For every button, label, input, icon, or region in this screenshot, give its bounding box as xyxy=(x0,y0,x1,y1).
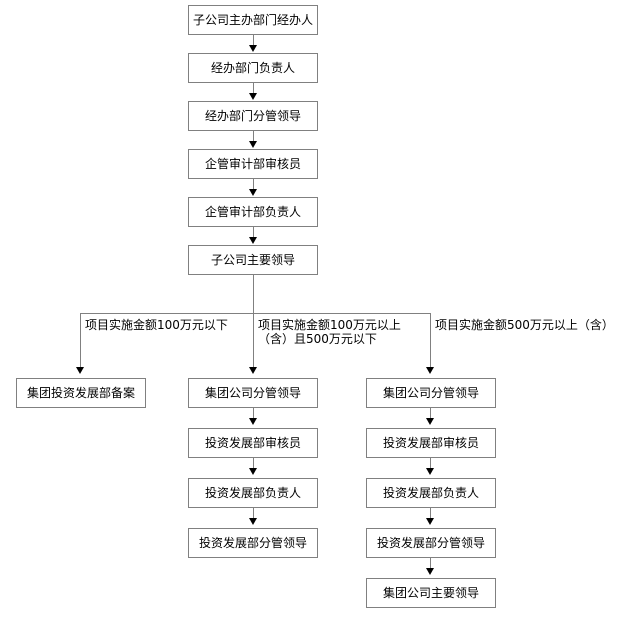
edge-label-branch-right: 项目实施金额500万元以上（含） xyxy=(435,318,614,332)
connector-right-4-5 xyxy=(430,558,431,570)
arrow-branch-right xyxy=(426,367,434,374)
arrow-main-2-3 xyxy=(249,93,257,100)
connector-main-5-6 xyxy=(253,227,254,239)
node-middle-1[interactable]: 集团公司分管领导 xyxy=(188,378,318,408)
arrow-main-1-2 xyxy=(249,45,257,52)
arrow-main-5-6 xyxy=(249,237,257,244)
arrow-middle-3-4 xyxy=(249,518,257,525)
arrow-right-4-5 xyxy=(426,568,434,575)
connector-main-3-4 xyxy=(253,131,254,143)
node-right-3[interactable]: 投资发展部负责人 xyxy=(366,478,496,508)
edge-label-branch-left: 项目实施金额100万元以下 xyxy=(85,318,228,332)
arrow-branch-left xyxy=(76,367,84,374)
node-right-4[interactable]: 投资发展部分管领导 xyxy=(366,528,496,558)
node-right-5[interactable]: 集团公司主要领导 xyxy=(366,578,496,608)
arrow-right-3-4 xyxy=(426,518,434,525)
connector-right-2-3 xyxy=(430,458,431,470)
node-left-1[interactable]: 集团投资发展部备案 xyxy=(16,378,146,408)
arrow-right-1-2 xyxy=(426,418,434,425)
arrow-middle-1-2 xyxy=(249,418,257,425)
node-middle-2[interactable]: 投资发展部审核员 xyxy=(188,428,318,458)
connector-main-1-2 xyxy=(253,35,254,47)
connector-split-bus xyxy=(80,313,431,314)
connector-branch-left-drop xyxy=(80,313,81,369)
node-main-4[interactable]: 企管审计部审核员 xyxy=(188,149,318,179)
arrow-branch-middle xyxy=(249,367,257,374)
connector-branch-middle-drop xyxy=(253,313,254,369)
node-main-2[interactable]: 经办部门负责人 xyxy=(188,53,318,83)
node-main-5[interactable]: 企管审计部负责人 xyxy=(188,197,318,227)
node-middle-3[interactable]: 投资发展部负责人 xyxy=(188,478,318,508)
edge-label-branch-middle: 项目实施金额100万元以上（含）且500万元以下 xyxy=(258,318,401,346)
node-main-3[interactable]: 经办部门分管领导 xyxy=(188,101,318,131)
node-right-1[interactable]: 集团公司分管领导 xyxy=(366,378,496,408)
node-middle-4[interactable]: 投资发展部分管领导 xyxy=(188,528,318,558)
connector-middle-3-4 xyxy=(253,508,254,520)
arrow-main-4-5 xyxy=(249,189,257,196)
node-main-6[interactable]: 子公司主要领导 xyxy=(188,245,318,275)
connector-right-1-2 xyxy=(430,408,431,420)
arrow-right-2-3 xyxy=(426,468,434,475)
node-right-2[interactable]: 投资发展部审核员 xyxy=(366,428,496,458)
arrow-main-3-4 xyxy=(249,141,257,148)
connector-main-2-3 xyxy=(253,83,254,95)
connector-branch-right-drop xyxy=(430,313,431,369)
connector-split-stem xyxy=(253,275,254,313)
connector-main-4-5 xyxy=(253,179,254,191)
connector-right-3-4 xyxy=(430,508,431,520)
connector-middle-2-3 xyxy=(253,458,254,470)
arrow-middle-2-3 xyxy=(249,468,257,475)
connector-middle-1-2 xyxy=(253,408,254,420)
node-main-1[interactable]: 子公司主办部门经办人 xyxy=(188,5,318,35)
